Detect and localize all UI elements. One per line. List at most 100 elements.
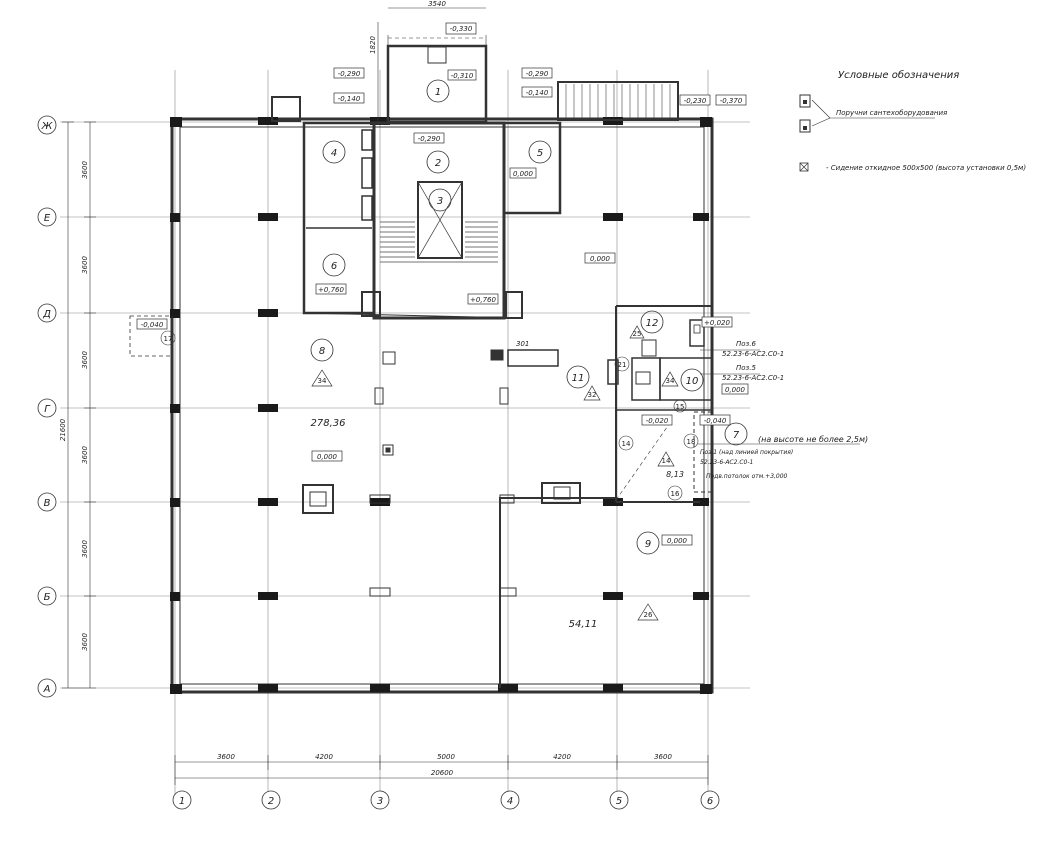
label-301: 301 <box>516 340 529 348</box>
left-appendix <box>129 315 173 357</box>
poz6-label: Поз.6 <box>736 340 756 348</box>
svg-text:3600: 3600 <box>81 633 89 651</box>
svg-text:-0,140: -0,140 <box>338 95 361 103</box>
svg-text:3600: 3600 <box>81 351 89 369</box>
axis-5: 5 <box>616 796 622 807</box>
svg-text:34: 34 <box>318 377 327 385</box>
area-room14: 8,13 <box>666 470 684 479</box>
svg-text:3600: 3600 <box>81 161 89 179</box>
svg-text:0,000: 0,000 <box>725 386 746 394</box>
room-11-marker <box>566 365 590 389</box>
svg-text:20600: 20600 <box>431 769 454 777</box>
axis-B: Б <box>44 592 51 603</box>
axis-4: 4 <box>507 796 513 807</box>
axis-V: В <box>44 498 51 509</box>
room-2-label: 2 <box>435 158 441 169</box>
svg-text:-0,020: -0,020 <box>646 417 669 425</box>
dimension-values: 3600 4200 5000 4200 3600 20600 3540 3600… <box>59 0 672 777</box>
room-8-marker <box>310 338 334 362</box>
area-room9: 54,11 <box>569 619 598 630</box>
poz5-label: Поз.5 <box>736 364 756 372</box>
svg-text:-0,330: -0,330 <box>450 25 473 33</box>
svg-text:34: 34 <box>666 377 675 385</box>
svg-text:-0,290: -0,290 <box>338 70 361 78</box>
svg-text:4200: 4200 <box>553 753 571 761</box>
room-1-marker <box>426 79 450 103</box>
room-11-label: 11 <box>572 373 585 384</box>
svg-text:-0,040: -0,040 <box>704 417 727 425</box>
entrance-porch <box>271 35 679 124</box>
svg-text:14: 14 <box>662 457 671 465</box>
svg-text:3540: 3540 <box>428 0 446 8</box>
svg-text:3600: 3600 <box>81 446 89 464</box>
svg-text:3600: 3600 <box>81 540 89 558</box>
room-12-label: 12 <box>646 318 659 329</box>
svg-text:0,000: 0,000 <box>317 453 338 461</box>
small-mark-labels: 14 18 16 17 21 15 <box>164 335 696 498</box>
svg-text:0,000: 0,000 <box>590 255 611 263</box>
svg-text:16: 16 <box>671 490 680 498</box>
svg-text:1820: 1820 <box>369 36 377 54</box>
room-markers <box>310 79 748 555</box>
svg-text:-0,290: -0,290 <box>418 135 441 143</box>
balcony-rails <box>565 84 671 118</box>
svg-text:21: 21 <box>618 361 627 369</box>
reception-counter <box>507 349 559 367</box>
svg-text:25: 25 <box>633 330 642 338</box>
sink-fixture <box>382 351 396 365</box>
svg-text:32: 32 <box>588 391 597 399</box>
room-5-label: 5 <box>537 148 543 159</box>
poz1-label: Поз.1 (над линией покрытия) <box>700 449 793 456</box>
axis-bubbles <box>37 115 720 810</box>
svg-text:-0,230: -0,230 <box>684 97 707 105</box>
area-labels: 278,36 54,11 8,13 <box>311 418 684 630</box>
height-note: (на высоте не более 2,5м) <box>758 435 868 444</box>
axis-E: Е <box>44 213 51 224</box>
axis-1: 1 <box>179 796 185 807</box>
room-6-label: 6 <box>331 261 337 272</box>
room-7-label: 7 <box>733 430 740 441</box>
room-10-marker <box>680 368 704 392</box>
room-3-marker <box>428 188 452 212</box>
legend-item-handrails: Поручни сантехоборудования <box>836 109 947 117</box>
room-12-marker <box>640 310 664 334</box>
svg-text:18: 18 <box>687 438 696 446</box>
room-numbers: 1 2 3 4 5 6 7 8 9 10 11 12 <box>319 87 740 550</box>
handrail-icon <box>799 94 811 108</box>
svg-text:+0,020: +0,020 <box>704 319 730 327</box>
room-4-marker <box>322 140 346 164</box>
room-2-marker <box>426 150 450 174</box>
svg-text:26: 26 <box>644 611 653 619</box>
legend: Условные обозначения Поручни сантехобору… <box>799 69 1026 172</box>
axis-3: 3 <box>377 796 383 807</box>
room-3-label: 3 <box>437 196 443 207</box>
sanitary-block <box>607 305 713 503</box>
level-boxes <box>136 22 749 546</box>
poz6-code: 52.23-6-АС2.С0-1 <box>722 350 784 358</box>
room-1-label: 1 <box>435 87 441 98</box>
axis-Zh: Ж <box>41 121 54 132</box>
svg-text:17: 17 <box>164 335 173 343</box>
legend-title: Условные обозначения <box>838 69 959 81</box>
room-7-marker <box>724 422 748 446</box>
triangle-labels: 34 26 32 34 14 25 <box>318 330 675 619</box>
room-5-marker <box>528 140 552 164</box>
svg-text:21600: 21600 <box>59 418 67 441</box>
small-marks <box>160 330 699 501</box>
annotations: Поз.6 52.23-6-АС2.С0-1 Поз.5 52.23-6-АС2… <box>516 340 868 480</box>
room-9-marker <box>636 531 660 555</box>
axis-D: Д <box>42 309 51 320</box>
axis-A: А <box>43 684 51 695</box>
small-column <box>382 444 394 456</box>
triangle-marks <box>311 325 679 621</box>
svg-text:5000: 5000 <box>437 753 455 761</box>
dimension-lines <box>62 7 709 785</box>
columns <box>170 117 712 694</box>
svg-text:-0,310: -0,310 <box>451 72 474 80</box>
inner-columns <box>369 349 517 597</box>
axis-labels: А Б В Г Д Е Ж 1 2 3 4 5 6 <box>41 121 714 807</box>
svg-text:+0,760: +0,760 <box>470 296 496 304</box>
svg-text:-0,290: -0,290 <box>526 70 549 78</box>
poz1-code: 52.23-6-АС2.С0-1 <box>700 459 753 466</box>
level-values: -0,330 -0,310 -0,290 -0,140 -0,290 -0,14… <box>141 25 746 545</box>
